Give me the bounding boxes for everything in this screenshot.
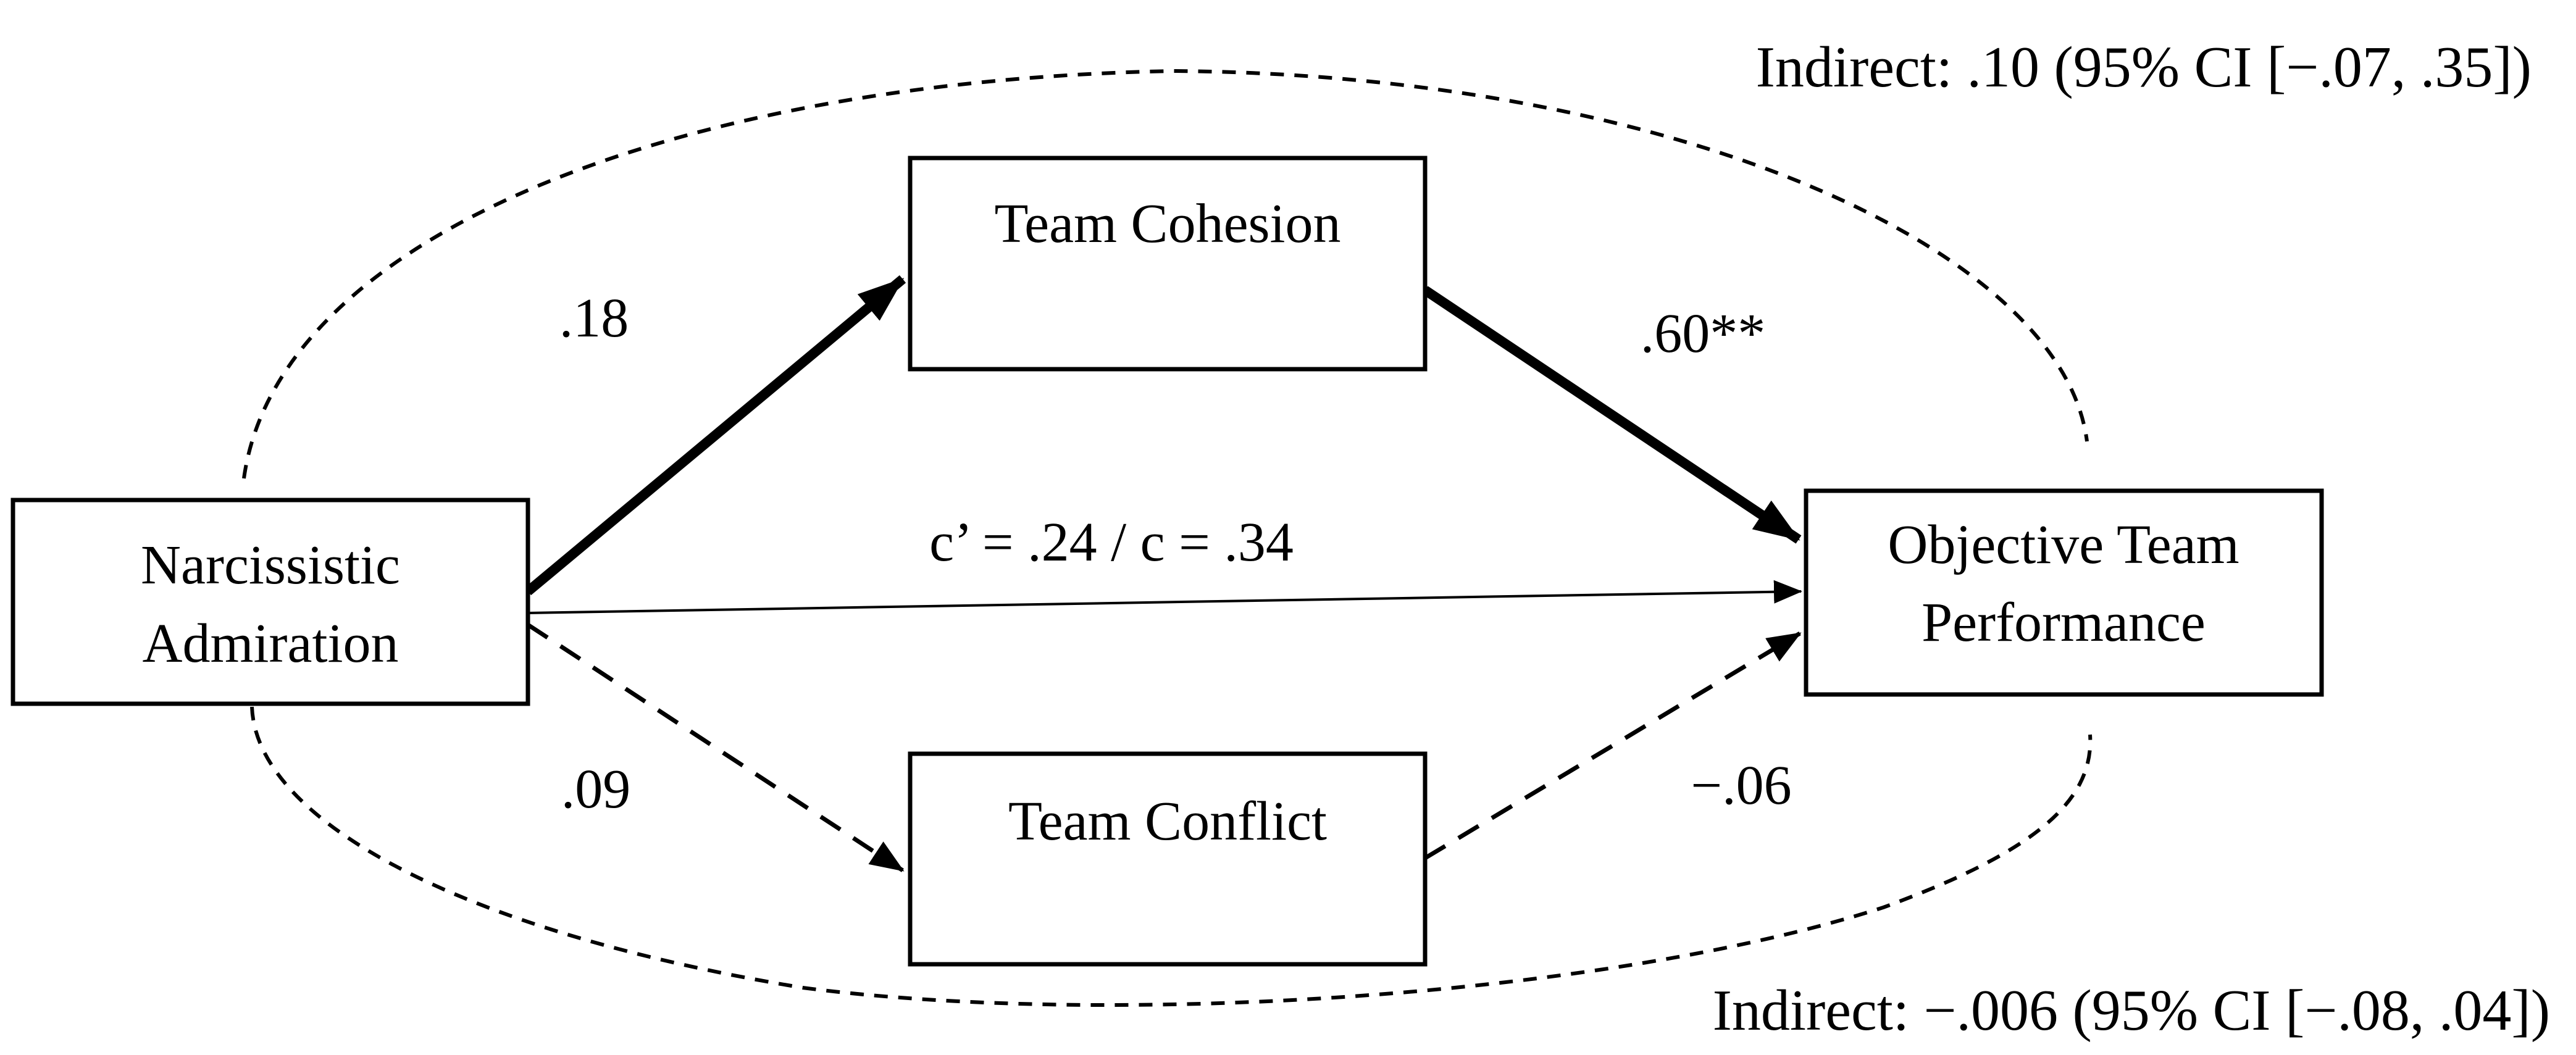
node-objective-team-performance-box [1804, 488, 2324, 697]
coefficient-cohesion-to-outcome: .60** [1641, 303, 1766, 364]
coefficient-conflict-to-outcome: −.06 [1691, 755, 1791, 816]
node-narcissistic-admiration-box [10, 498, 530, 706]
arrow-conflict-to-outcome [1424, 631, 1802, 861]
node-team-cohesion-box [908, 156, 1428, 372]
annotation-indirect-bottom: Indirect: −.006 (95% CI [−.08, .04]) [1713, 978, 2550, 1043]
coefficient-direct-path: c’ = .24 / c = .34 [929, 512, 1294, 573]
node-team-conflict-box [908, 751, 1428, 967]
outcome-label-line1: Objective Team [1888, 514, 2239, 575]
predictor-label-line1: Narcissistic [141, 535, 400, 596]
mediator-bottom-label: Team Conflict [1008, 791, 1327, 852]
bottom-indirect-ellipse-arc [250, 706, 2093, 1007]
arrow-direct-path [527, 580, 1802, 614]
annotation-indirect-top: Indirect: .10 (95% CI [−.07, .35]) [1756, 35, 2532, 99]
coefficient-predictor-to-cohesion: .18 [559, 288, 629, 349]
arrow-predictor-to-cohesion [524, 275, 906, 596]
arrow-cohesion-to-outcome [1422, 286, 1802, 544]
outcome-label-line2: Performance [1922, 592, 2206, 653]
coefficient-predictor-to-conflict: .09 [561, 759, 631, 820]
arrow-predictor-to-conflict [527, 623, 905, 872]
mediator-top-label: Team Cohesion [994, 193, 1340, 254]
predictor-label-line2: Admiration [143, 613, 399, 674]
